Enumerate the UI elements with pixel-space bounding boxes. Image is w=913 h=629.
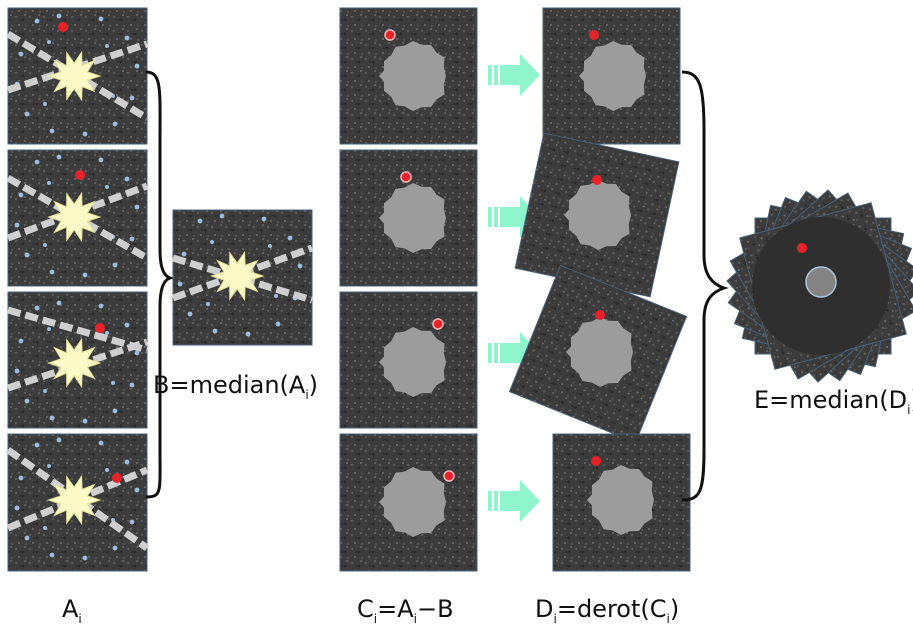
planet-dot (75, 170, 85, 180)
planet-dot (58, 22, 68, 32)
d-frames (508, 7, 691, 572)
e-frame (726, 189, 913, 383)
c-frame-3 (339, 291, 478, 429)
arrow-1 (488, 54, 540, 96)
d-frame-2 (514, 132, 680, 298)
star-burst (209, 250, 265, 302)
d-frame-4 (552, 433, 691, 572)
residual-disk (587, 465, 654, 535)
residual-disk (579, 41, 646, 111)
star-burst (46, 50, 102, 102)
label-c: Ci=Ai−B (357, 595, 454, 626)
residual-disk (566, 317, 633, 387)
a-frames (5, 7, 150, 572)
label-d: Di=derot(Ci) (535, 595, 679, 626)
planet-dot (384, 29, 396, 41)
b-frame (171, 209, 314, 346)
star-burst (46, 191, 102, 243)
d-frame-1 (542, 7, 681, 145)
residual-disk (379, 41, 446, 111)
a-frame-4 (5, 433, 150, 572)
planet-dot (589, 30, 599, 40)
derotation-arrows (488, 54, 540, 522)
star-burst (46, 337, 102, 389)
residual-disk (379, 467, 446, 537)
c-frame-1 (339, 7, 478, 145)
planet-dot (591, 456, 601, 466)
c-frame-2 (339, 149, 478, 287)
planet-dot (443, 470, 455, 482)
arrow-4 (488, 480, 540, 522)
planet-dot (592, 175, 602, 185)
planet-dot (595, 310, 605, 320)
c-frames (339, 7, 478, 572)
a-frame-3 (6, 291, 149, 429)
label-b: B=median(Ai) (153, 371, 318, 402)
label-e: E=median(Di) (754, 386, 913, 417)
a-frame-2 (6, 149, 149, 287)
planet-dot (400, 171, 412, 183)
d-frame-3 (508, 264, 688, 444)
planet-dot (797, 243, 807, 253)
residual-disk (379, 327, 446, 397)
planet-dot (95, 323, 105, 333)
a-frame-1 (6, 7, 149, 145)
label-a: Ai (62, 595, 82, 626)
brace-a-to-b (145, 70, 175, 499)
residual-disk (564, 180, 631, 250)
c-frame-4 (339, 433, 478, 572)
planet-dot (432, 318, 444, 330)
center-residual (805, 266, 837, 298)
residual-disk (379, 183, 446, 253)
brace-d-to-e (681, 70, 729, 502)
star-burst (46, 474, 102, 526)
planet-dot (112, 473, 122, 483)
